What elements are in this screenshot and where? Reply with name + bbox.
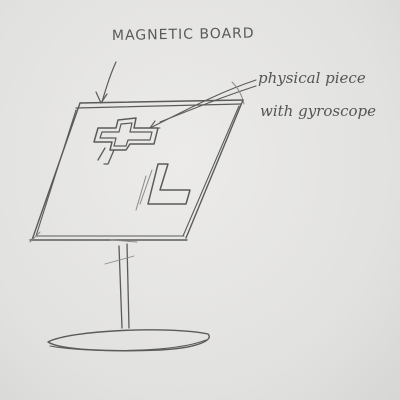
annotation-line-2: with gyroscope	[260, 102, 376, 120]
title-arrow	[96, 62, 116, 103]
diagram-title: MAGNETIC BOARD	[112, 26, 255, 44]
magnetic-board	[30, 100, 243, 242]
stand-base	[48, 330, 209, 351]
l-shape-piece	[136, 164, 190, 210]
annotation-line-1: physical piece	[258, 69, 366, 87]
cross-piece	[94, 118, 158, 164]
stand-pole	[105, 240, 137, 328]
